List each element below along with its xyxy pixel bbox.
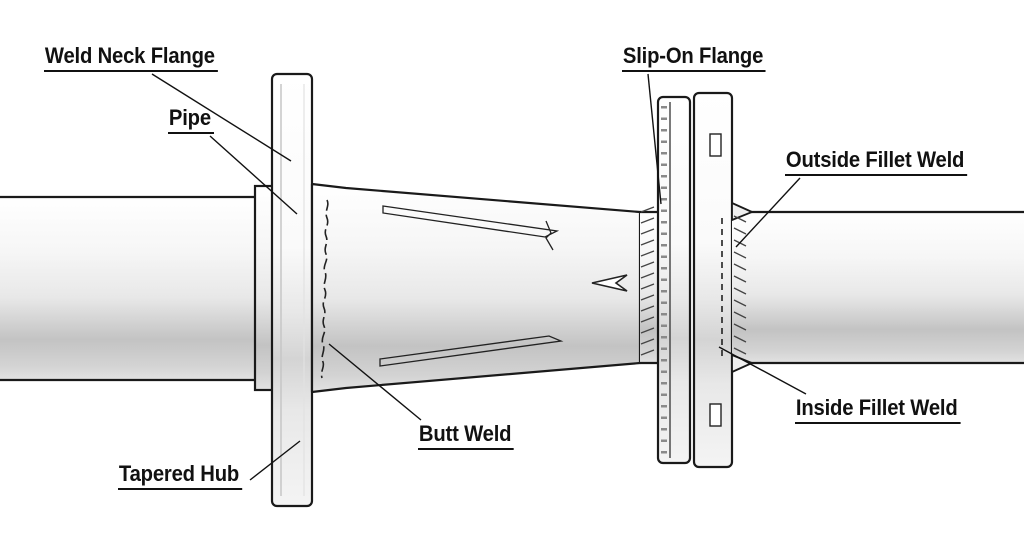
flange-joint-weld-hatch xyxy=(640,206,655,356)
pipe-mid-segment xyxy=(640,210,658,365)
label-slip-on-flange: Slip-On Flange xyxy=(622,44,766,73)
leader-inside-fillet xyxy=(718,346,807,395)
label-inside-fillet-weld: Inside Fillet Weld xyxy=(795,396,961,425)
pipe-right-segment xyxy=(732,210,1024,365)
butt-weld-bead xyxy=(320,199,329,379)
weld-neck-flange xyxy=(270,72,314,508)
pipe-left-segment xyxy=(0,195,256,382)
leader-lines xyxy=(151,73,807,481)
label-outside-fillet-weld: Outside Fillet Weld xyxy=(785,148,968,177)
leader-butt-weld xyxy=(328,343,422,421)
weld-neck-hub-ring xyxy=(253,184,275,392)
label-tapered-hub: Tapered Hub xyxy=(118,462,242,491)
slip-on-flange xyxy=(656,95,692,465)
flow-arrow-icon xyxy=(591,274,628,292)
tapered-hub-cone xyxy=(310,182,642,394)
label-weld-neck-flange: Weld Neck Flange xyxy=(44,44,218,73)
hub-break-mark xyxy=(545,220,554,251)
leader-tapered-hub xyxy=(249,440,301,481)
label-pipe: Pipe xyxy=(168,106,214,135)
label-butt-weld: Butt Weld xyxy=(418,422,515,451)
hub-bottom-slot xyxy=(379,335,564,367)
leader-outside-fillet xyxy=(735,177,801,248)
mating-flange xyxy=(692,91,734,469)
bolt-notch-bottom xyxy=(709,403,722,427)
leader-weld-neck-flange xyxy=(151,73,292,162)
leader-slip-on-flange xyxy=(647,73,662,205)
hub-top-slot xyxy=(382,205,560,238)
bolt-notch-top xyxy=(709,133,722,157)
leader-pipe xyxy=(209,135,298,215)
